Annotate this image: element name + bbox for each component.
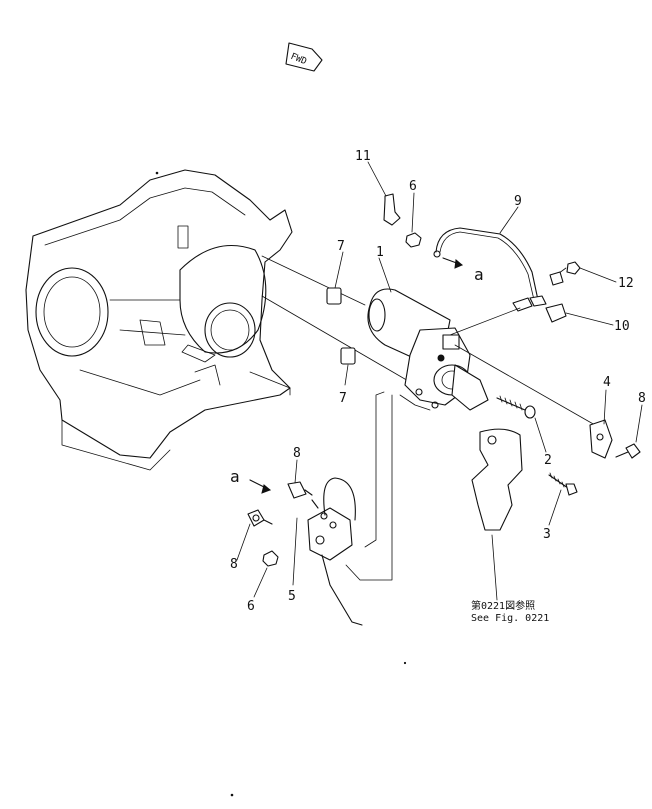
callout-10: 10 xyxy=(614,319,630,334)
bolt-right xyxy=(615,443,641,459)
callout-8-upper-left: 8 xyxy=(293,446,301,461)
starter-motor xyxy=(367,288,489,411)
mounting-bolt xyxy=(548,472,578,496)
reference-note-japanese: 第0221図参照 xyxy=(471,599,535,612)
safety-relay xyxy=(307,477,363,626)
callout-5: 5 xyxy=(288,589,296,604)
fwd-arrow-icon: FWD xyxy=(285,42,323,72)
bolt-upper-left xyxy=(287,481,313,499)
terminal-bolt xyxy=(549,261,581,286)
nut-lower xyxy=(262,550,279,567)
terminal-cap xyxy=(545,303,567,323)
callout-12: 12 xyxy=(618,276,634,291)
callout-3: 3 xyxy=(543,527,551,542)
callout-7-bottom: 7 xyxy=(339,391,347,406)
callout-11: 11 xyxy=(355,149,371,164)
callout-6-top: 6 xyxy=(409,179,417,194)
engine-housing xyxy=(25,169,293,471)
bolt-lower-left xyxy=(247,509,273,527)
callout-7-top: 7 xyxy=(337,239,345,254)
callout-8-right: 8 xyxy=(638,391,646,406)
callout-8-lower-left: 8 xyxy=(230,557,238,572)
callout-4: 4 xyxy=(603,375,611,390)
callout-9: 9 xyxy=(514,194,522,209)
housing-cover xyxy=(471,428,523,531)
reference-note-english: See Fig. 0221 xyxy=(471,613,549,624)
cable-assembly xyxy=(433,227,547,312)
elbow-fitting xyxy=(383,193,401,226)
callout-6-bottom: 6 xyxy=(247,599,255,614)
callout-2: 2 xyxy=(544,453,552,468)
spacer-lower xyxy=(340,347,356,365)
nut-upper xyxy=(405,232,422,248)
marker-a-left: a xyxy=(230,467,240,486)
bolt-with-washer xyxy=(496,395,536,419)
marker-a-right: a xyxy=(474,265,484,284)
callout-1: 1 xyxy=(376,245,384,260)
spacer-upper xyxy=(326,287,342,305)
bracket xyxy=(589,419,613,459)
